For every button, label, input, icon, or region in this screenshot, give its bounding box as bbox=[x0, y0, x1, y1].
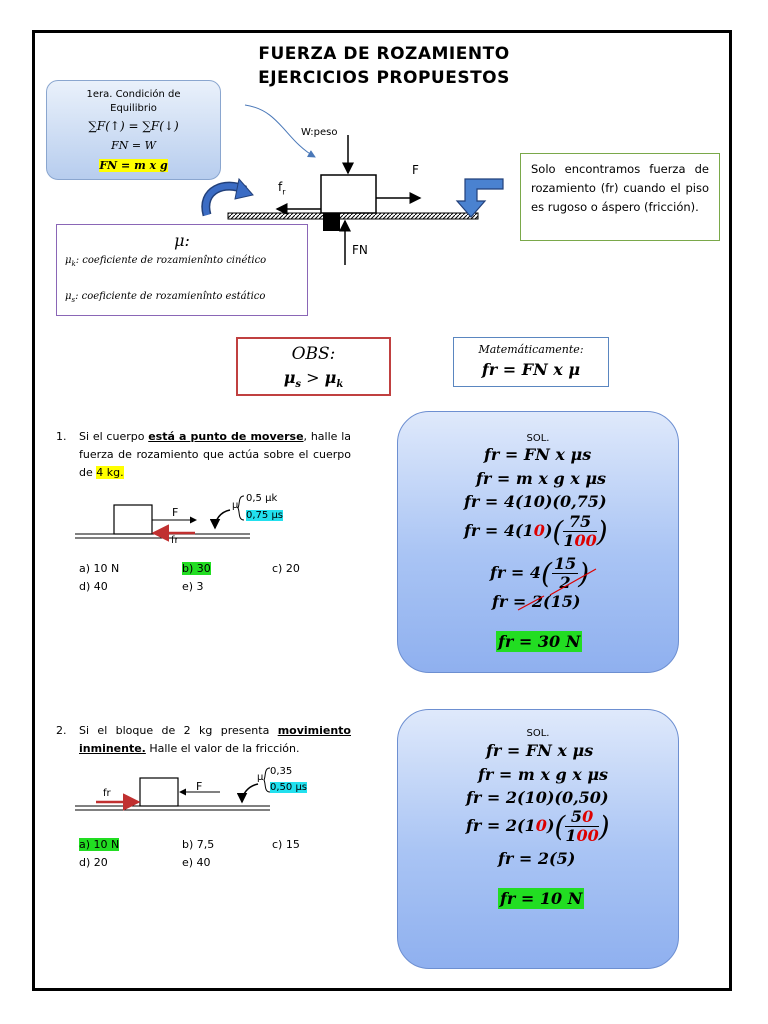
problem2-solution-label: SOL. bbox=[526, 728, 550, 739]
problem1-mu-s: 0,75 μs bbox=[246, 510, 284, 521]
problem2-answer: fr = 10 N bbox=[498, 888, 585, 909]
problem1-answer: fr = 30 N bbox=[496, 631, 583, 652]
problem2-friction-label: fr bbox=[103, 788, 111, 799]
normal-label: FN bbox=[352, 243, 368, 257]
page-title-line2: EJERCICIOS PROPUESTOS bbox=[258, 68, 510, 88]
problem1-solution-box: SOL. fr = FN x μs fr = m x g x μs fr = 4… bbox=[397, 411, 679, 673]
problem1-option-e[interactable]: e) 3 bbox=[182, 580, 204, 593]
mu-kinetic-line: μk: coeficiente de rozamienînto cinético bbox=[65, 255, 267, 268]
equilibrium-sum-formula: ∑F(↑) = ∑F(↓) bbox=[88, 119, 179, 133]
problem1-mu-k: 0,5 μk bbox=[246, 493, 278, 504]
problem1-block bbox=[113, 504, 153, 535]
problem1-step3: fr = 4(10)(0,75) bbox=[464, 492, 607, 511]
problem1-text: Si el cuerpo está a punto de moverse, ha… bbox=[79, 430, 351, 479]
problem1-option-c[interactable]: c) 20 bbox=[272, 562, 300, 575]
problem2-number: 2. bbox=[56, 724, 67, 737]
problem2-text: Si el bloque de 2 kg presenta movimiento… bbox=[79, 724, 351, 755]
problem2-step2: fr = m x g x μs bbox=[478, 765, 609, 784]
problem2-option-e[interactable]: e) 40 bbox=[182, 856, 211, 869]
problem1-friction-label: fr bbox=[171, 535, 179, 546]
problem2-option-b[interactable]: b) 7,5 bbox=[182, 838, 215, 851]
problem1-option-b[interactable]: b) 30 bbox=[182, 562, 211, 575]
mu-symbol: μ: bbox=[174, 231, 190, 250]
problem1-force-label: F bbox=[172, 506, 179, 519]
problem1-number: 1. bbox=[56, 430, 67, 443]
problem2-mu-s: 0,50 μs bbox=[270, 782, 308, 793]
problem1-step6: fr = 2(15) bbox=[492, 592, 581, 611]
problem2-force-label: F bbox=[196, 780, 203, 793]
math-label: Matemáticamente: bbox=[478, 343, 584, 356]
equilibrium-fn-mg: FN = m x g bbox=[99, 159, 168, 172]
problem2-solution-box: SOL. fr = FN x μs fr = m x g x μs fr = 2… bbox=[397, 709, 679, 969]
problem1-step1: fr = FN x μs bbox=[484, 445, 592, 464]
mu-static-line: μs: coeficiente de rozamienînto estático bbox=[65, 291, 266, 304]
strike-line-2 bbox=[517, 595, 545, 611]
strike-line-1 bbox=[549, 568, 597, 596]
problem2-step1: fr = FN x μs bbox=[486, 741, 594, 760]
problem2-option-a[interactable]: a) 10 N bbox=[79, 838, 120, 851]
problem1-step2: fr = m x g x μs bbox=[476, 469, 607, 488]
problem2-block bbox=[139, 777, 179, 807]
rough-floor bbox=[228, 213, 478, 219]
problem2-option-c[interactable]: c) 15 bbox=[272, 838, 300, 851]
force-label: F bbox=[412, 163, 419, 177]
pointer-arrow bbox=[244, 104, 316, 158]
top-force-diagram bbox=[201, 104, 504, 265]
obs-label: OBS: bbox=[291, 344, 336, 364]
problem2-option-d[interactable]: d) 20 bbox=[79, 856, 108, 869]
equilibrium-line1: 1era. Condición de bbox=[86, 89, 181, 100]
problem1-option-a[interactable]: a) 10 N bbox=[79, 562, 120, 575]
obs-box: OBS: μs > μk bbox=[236, 337, 391, 396]
page-frame bbox=[32, 30, 732, 991]
obs-relation: μs > μk bbox=[283, 368, 344, 391]
problem1-option-d[interactable]: d) 40 bbox=[79, 580, 108, 593]
problem2-step3: fr = 2(10)(0,50) bbox=[466, 788, 609, 807]
page-title-line1: FUERZA DE ROZAMIENTO bbox=[258, 44, 510, 64]
mu-box: μ: μk: coeficiente de rozamienînto cinét… bbox=[56, 224, 308, 316]
problem1-solution-label: SOL. bbox=[526, 433, 550, 444]
math-box: Matemáticamente: fr = FN x μ bbox=[453, 337, 609, 387]
friction-note-box: Solo encontramos fuerza de rozamiento (f… bbox=[520, 153, 720, 241]
problem2-diagram bbox=[75, 767, 271, 811]
bent-blue-arrow-icon bbox=[455, 178, 504, 218]
math-formula: fr = FN x μ bbox=[481, 360, 581, 379]
equilibrium-box: 1era. Condición de Equilibrio ∑F(↑) = ∑F… bbox=[46, 80, 221, 180]
equilibrium-fn-w: FN = W bbox=[111, 139, 156, 152]
block bbox=[320, 174, 377, 214]
contact-patch bbox=[323, 213, 340, 231]
problem2-mu-label: μ bbox=[257, 772, 264, 783]
weight-label: W:peso bbox=[301, 127, 338, 138]
problem1-mu-label: μ bbox=[232, 500, 239, 511]
problem2-mu-k: 0,35 bbox=[270, 766, 293, 777]
friction-label: fr bbox=[278, 180, 286, 197]
problem2-step5: fr = 2(5) bbox=[498, 849, 576, 868]
problem1-diagram bbox=[75, 495, 250, 542]
equilibrium-line2: Equilibrio bbox=[110, 103, 157, 114]
